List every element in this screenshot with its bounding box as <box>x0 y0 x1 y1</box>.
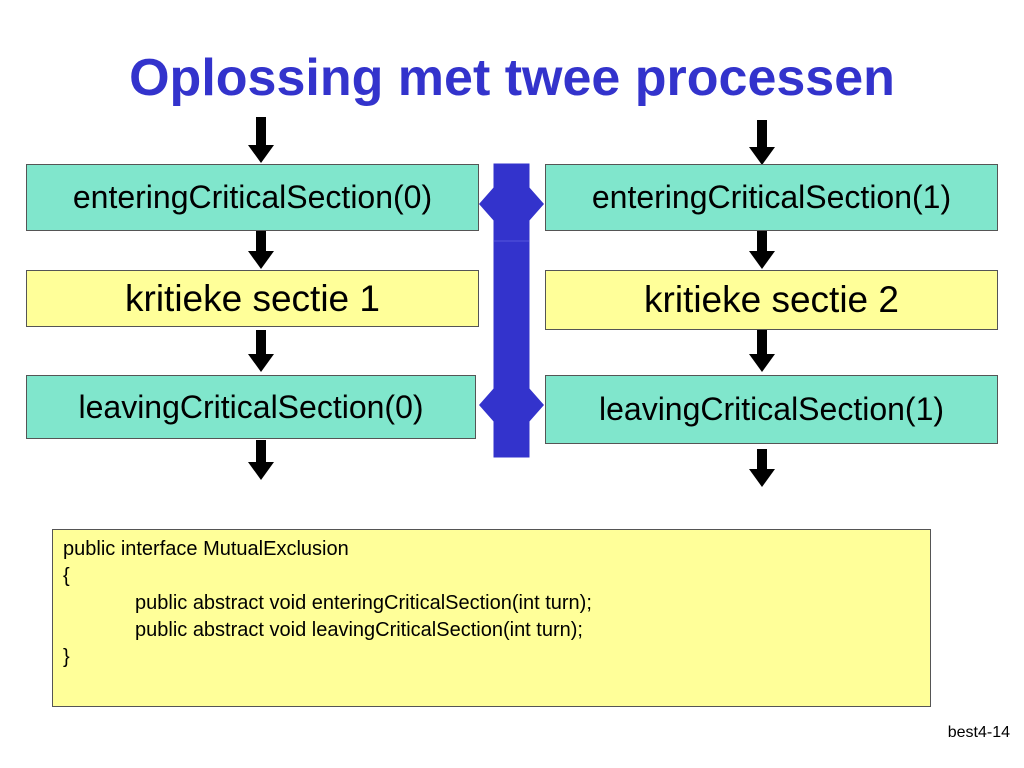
code-line: public abstract void enteringCriticalSec… <box>135 592 592 614</box>
code-line: } <box>63 646 70 668</box>
critical-section-2: kritieke sectie 2 <box>545 270 998 330</box>
slide-number: best4-14 <box>947 724 1010 741</box>
critical-section-1-label: kritieke sectie 1 <box>125 277 380 319</box>
down-arrow-icon <box>749 449 775 487</box>
down-arrow-icon <box>749 330 775 372</box>
code-line: public abstract void leavingCriticalSect… <box>135 619 583 641</box>
double-arrow-icon <box>479 187 544 221</box>
code-line: public interface MutualExclusion <box>63 538 349 560</box>
down-arrow-icon <box>248 440 274 480</box>
entering-critical-section-1: enteringCriticalSection(1) <box>545 164 998 231</box>
entering-critical-section-0: enteringCriticalSection(0) <box>26 164 479 231</box>
down-arrow-icon <box>749 231 775 269</box>
code-line: { <box>63 565 70 587</box>
entering-critical-section-0-label: enteringCriticalSection(0) <box>72 179 433 215</box>
critical-section-2-label: kritieke sectie 2 <box>644 279 899 320</box>
down-arrow-icon <box>248 117 274 163</box>
leaving-critical-section-0: leavingCriticalSection(0) <box>26 375 476 439</box>
entering-critical-section-1-label: enteringCriticalSection(1) <box>591 179 952 215</box>
double-arrow-icon <box>479 388 544 422</box>
critical-section-1: kritieke sectie 1 <box>26 270 479 327</box>
leaving-critical-section-0-label: leavingCriticalSection(0) <box>78 388 424 425</box>
slide-title: Oplossing met twee processen <box>129 49 895 107</box>
down-arrow-icon <box>749 120 775 165</box>
down-arrow-icon <box>248 330 274 372</box>
leaving-critical-section-1: leavingCriticalSection(1) <box>545 375 998 444</box>
interface-code-box: public interface MutualExclusion { publi… <box>52 529 931 707</box>
down-arrow-icon <box>248 231 274 269</box>
leaving-critical-section-1-label: leavingCriticalSection(1) <box>598 391 945 427</box>
